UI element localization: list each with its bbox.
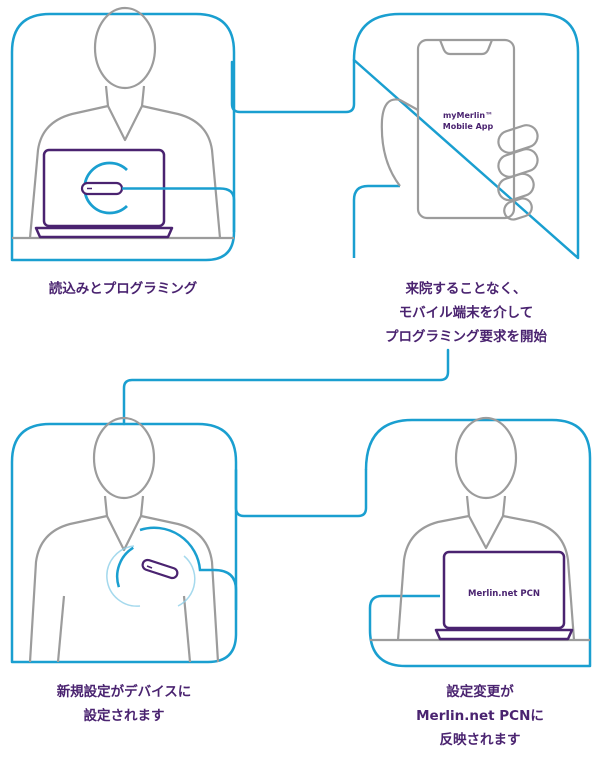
phone-app-name: myMerlin™ — [443, 111, 493, 120]
caption-line: 設定されます — [83, 708, 165, 724]
caption-read-and-program: 読込みとプログラミング — [12, 277, 234, 301]
caption-new-settings-applied: 新規設定がデバイスに 設定されます — [12, 680, 236, 728]
wand-reader — [80, 161, 236, 232]
person-silhouette — [28, 416, 220, 663]
laptop: Merlin.net PCN — [434, 550, 574, 641]
caption-line: 新規設定がデバイスに — [56, 684, 192, 700]
panel-read-and-program — [10, 6, 236, 262]
phone: myMerlin™ Mobile App — [416, 38, 516, 220]
phone-app-sub: Mobile App — [443, 122, 494, 131]
caption-line: Merlin.net PCNに — [416, 708, 544, 724]
panel-frame — [352, 184, 400, 258]
caption-remote-request: 来院することなく、 モバイル端末を介して プログラミング要求を開始 — [354, 277, 578, 349]
panel-frame — [10, 12, 236, 262]
caption-line: プログラミング要求を開始 — [385, 329, 547, 345]
caption-line: 読込みとプログラミング — [48, 281, 198, 297]
person-silhouette — [28, 6, 222, 239]
connector-2-3 — [122, 348, 450, 426]
panel-new-settings-applied — [10, 416, 238, 664]
caption-line: モバイル端末を介して — [398, 305, 534, 321]
panel-reflected-on-merlin: Merlin.net PCN — [364, 416, 592, 668]
laptop-screen-label: Merlin.net PCN — [468, 589, 540, 599]
panel-frame — [10, 422, 238, 664]
panel-frame-outer — [352, 12, 580, 260]
caption-reflected-on-merlin: 設定変更が Merlin.net PCNに 反映されます — [370, 680, 590, 752]
panel-frame — [364, 418, 592, 668]
caption-line: 設定変更が — [446, 684, 514, 700]
connector-3-4 — [234, 468, 368, 518]
implant-signal — [106, 526, 238, 610]
panel-remote-request: myMerlin™ Mobile App — [352, 12, 580, 260]
connector-1-2 — [230, 58, 356, 114]
caption-line: 反映されます — [439, 732, 521, 748]
caption-line: 来院することなく、 — [405, 281, 527, 297]
person-silhouette — [396, 416, 576, 641]
